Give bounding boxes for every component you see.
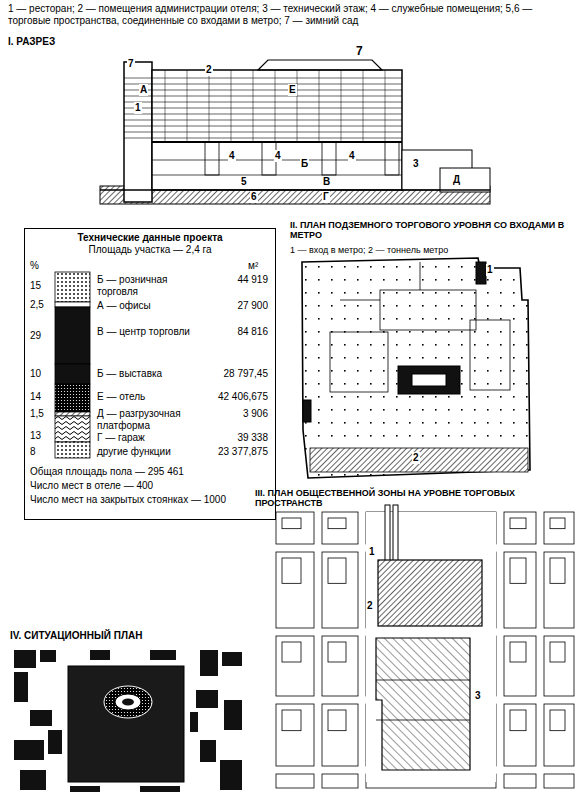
- table-cell: 3 906: [188, 408, 268, 420]
- callout-number: 1: [368, 546, 376, 558]
- table-subtitle: Площадь участка — 2,4 га: [25, 244, 275, 256]
- callout-number: В: [322, 176, 331, 188]
- callout-number: 4: [228, 150, 236, 162]
- callout-number: 1: [486, 264, 494, 276]
- section-heading: I. РАЗРЕЗ: [8, 36, 55, 48]
- table-cell: Число мест в отеле — 400: [30, 480, 270, 492]
- callout-number: 2: [366, 600, 374, 612]
- table-cell: другие функции: [97, 446, 197, 458]
- callout-number: 4: [348, 150, 356, 162]
- table-cell: 39 338: [188, 432, 268, 444]
- table-cell: м²: [248, 260, 258, 272]
- callout-number: 4: [274, 150, 282, 162]
- table-cell: Б — розничная торговля: [97, 274, 197, 297]
- callout-number: Б: [300, 158, 309, 170]
- table-cell: 28 797,45: [188, 368, 268, 380]
- table-cell: В — центр торговли: [97, 326, 197, 338]
- table-cell: Б — выставка: [97, 368, 197, 380]
- callout-number: А: [139, 84, 148, 96]
- plan-heading: IV. СИТУАЦИОННЫЙ ПЛАН: [10, 630, 142, 642]
- plan-heading: II. ПЛАН ПОДЗЕМНОГО ТОРГОВОГО УРОВНЯ СО …: [290, 220, 575, 241]
- callout-number: 2: [205, 64, 213, 76]
- plan-key: 1 — вход в метро; 2 — тоннель метро: [290, 245, 575, 255]
- callout-number: 3: [474, 690, 482, 702]
- table-cell: 1,5: [30, 408, 44, 420]
- table-cell: Общая площадь пола — 295 461: [30, 466, 270, 478]
- table-cell: %: [30, 260, 39, 272]
- plan-heading: III. ПЛАН ОБЩЕСТВЕННОЙ ЗОНЫ НА УРОВНЕ ТО…: [255, 488, 575, 509]
- callout-number: Д: [452, 174, 461, 186]
- table-cell: Число мест на закрытых стоянках — 1000: [30, 494, 270, 506]
- table-cell: Е — отель: [97, 391, 197, 403]
- table-cell: Г — гараж: [97, 432, 197, 444]
- table-cell: 27 900: [188, 300, 268, 312]
- table-cell: 13: [30, 430, 41, 442]
- table-cell: 14: [30, 391, 41, 403]
- callout-number: 5: [240, 176, 248, 188]
- table-cell: 84 816: [188, 326, 268, 338]
- callout-number: Е: [288, 84, 297, 96]
- callout-number: 1: [134, 102, 142, 114]
- table-cell: Д — разгрузочная платформа: [97, 408, 197, 431]
- table-cell: А — офисы: [97, 300, 197, 312]
- caption: 1 — ресторан; 2 — помещения администраци…: [8, 3, 576, 26]
- table-cell: 44 919: [188, 274, 268, 286]
- table-title: Технические данные проекта: [25, 232, 275, 244]
- table-cell: 23 377,875: [188, 446, 268, 458]
- callout-number: 6: [250, 191, 258, 203]
- table-cell: 15: [30, 280, 41, 292]
- callout-number: 3: [412, 158, 420, 170]
- table-cell: 8: [30, 446, 36, 458]
- table-cell: 29: [30, 330, 41, 342]
- callout-number: 2: [412, 452, 420, 464]
- table-cell: 2,5: [30, 299, 44, 311]
- callout-number: 7: [355, 45, 364, 59]
- callout-number: 7: [127, 58, 135, 70]
- table-cell: 10: [30, 368, 41, 380]
- callout-number: Г: [322, 191, 330, 203]
- table-cell: 42 406,675: [188, 391, 268, 403]
